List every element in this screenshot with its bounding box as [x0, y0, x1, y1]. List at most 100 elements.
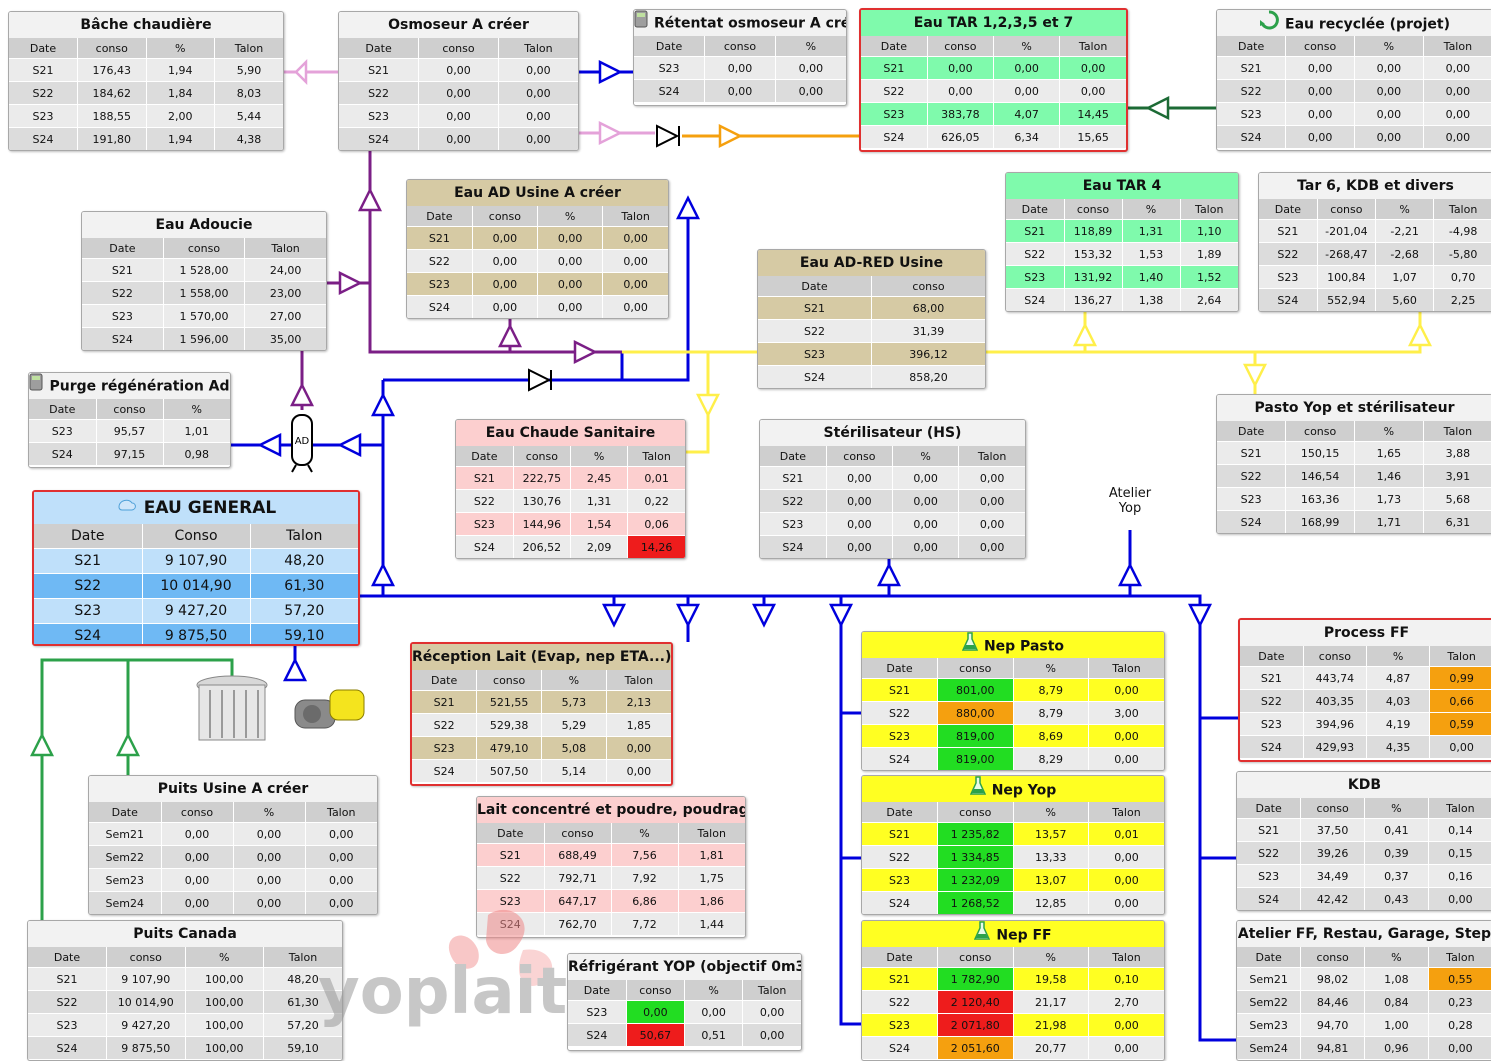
table-cell: 0,66 [1429, 689, 1491, 713]
table-cell: 0,00 [742, 1000, 801, 1024]
table-cell: S22 [9, 81, 78, 105]
table-cell: 12,85 [1012, 891, 1089, 914]
svg-text:yoplait: yoplait [318, 955, 567, 1029]
table-cell: 2 071,80 [937, 1013, 1013, 1037]
table-cell: 0,00 [536, 272, 603, 296]
column-header: % [610, 823, 678, 844]
table-cell: 39,26 [1300, 841, 1365, 865]
column-header: conso [704, 36, 776, 57]
table-cell: 521,55 [476, 690, 542, 714]
table-cell: S21 [9, 58, 78, 82]
table-cell: S21 [34, 548, 142, 574]
table-cell: 1,75 [677, 866, 745, 890]
table-cell: S24 [862, 1036, 938, 1059]
panel-title: Eau Adoucie [82, 212, 326, 238]
table-cell: S21 [412, 690, 477, 714]
table-cell: S22 [862, 701, 938, 725]
table-cell: S23 [82, 304, 164, 328]
table-cell: 0,00 [992, 79, 1060, 103]
column-header: % [891, 446, 959, 467]
table-cell: 0,00 [536, 295, 603, 318]
table-cell: 0,00 [1088, 845, 1164, 869]
table-cell: 0,00 [232, 868, 305, 892]
column-header: Talon [677, 823, 745, 844]
table-cell: S21 [861, 56, 928, 80]
table-cell: Sem22 [1237, 990, 1301, 1014]
table-cell: 688,49 [543, 843, 611, 867]
table-cell: 3,91 [1422, 464, 1491, 488]
panel-title-text: Nep Pasto [983, 638, 1065, 655]
table-cell: 0,00 [232, 845, 305, 869]
table-cell: S22 [1240, 689, 1304, 713]
column-header: % [1012, 658, 1089, 679]
table-cell: 0,00 [891, 535, 959, 558]
table-cell: S22 [1217, 464, 1286, 488]
column-header: Date [1259, 199, 1318, 220]
table-cell: S22 [862, 845, 938, 869]
table-cell: S22 [760, 489, 827, 513]
softener-vessel-icon: AD [291, 414, 313, 473]
table-cell: S21 [1006, 219, 1064, 243]
panel-title-text: Nep Yop [991, 782, 1057, 799]
column-header: % [232, 802, 305, 823]
table-cell: Sem23 [89, 868, 161, 892]
table-cell: 1,52 [1179, 265, 1238, 289]
column-header: Talon [1433, 199, 1491, 220]
panel-title-text: Bâche chaudière [80, 17, 212, 33]
table-cell: 4,19 [1365, 712, 1430, 736]
table-cell: 0,98 [162, 442, 230, 465]
table-cell: 0,00 [418, 58, 499, 82]
table-cell: 1,89 [1179, 242, 1238, 266]
table-cell: 880,00 [937, 701, 1013, 725]
column-header: conso [77, 38, 146, 59]
table-cell: 1 782,90 [937, 967, 1013, 991]
table-cell: 0,00 [1285, 102, 1355, 126]
table-cell: 0,00 [418, 127, 499, 150]
pump-icon [196, 675, 365, 741]
panel-title: Nep FF [862, 921, 1164, 947]
table-cell: 0,84 [1364, 990, 1429, 1014]
table-cell: 403,35 [1302, 689, 1367, 713]
table-cell: 15,65 [1059, 125, 1126, 148]
column-header: % [1364, 947, 1429, 968]
table-cell: 0,00 [1429, 735, 1491, 758]
table-cell: 1,53 [1121, 242, 1180, 266]
table-cell: 13,57 [1012, 822, 1089, 846]
column-header: conso [1285, 36, 1355, 57]
table-cell: 0,00 [1088, 1013, 1164, 1037]
table-cell: 0,00 [602, 295, 668, 318]
panel-lait_concentre: Lait concentré et poudre, poudrage...Dat… [476, 796, 746, 938]
recycle-icon [1259, 10, 1279, 36]
column-header: Date [1237, 798, 1301, 819]
table-cell: 0,00 [704, 79, 776, 102]
table-cell: S24 [407, 295, 473, 318]
panel-title: Stérilisateur (HS) [760, 420, 1025, 446]
table-cell: 206,52 [512, 535, 571, 558]
